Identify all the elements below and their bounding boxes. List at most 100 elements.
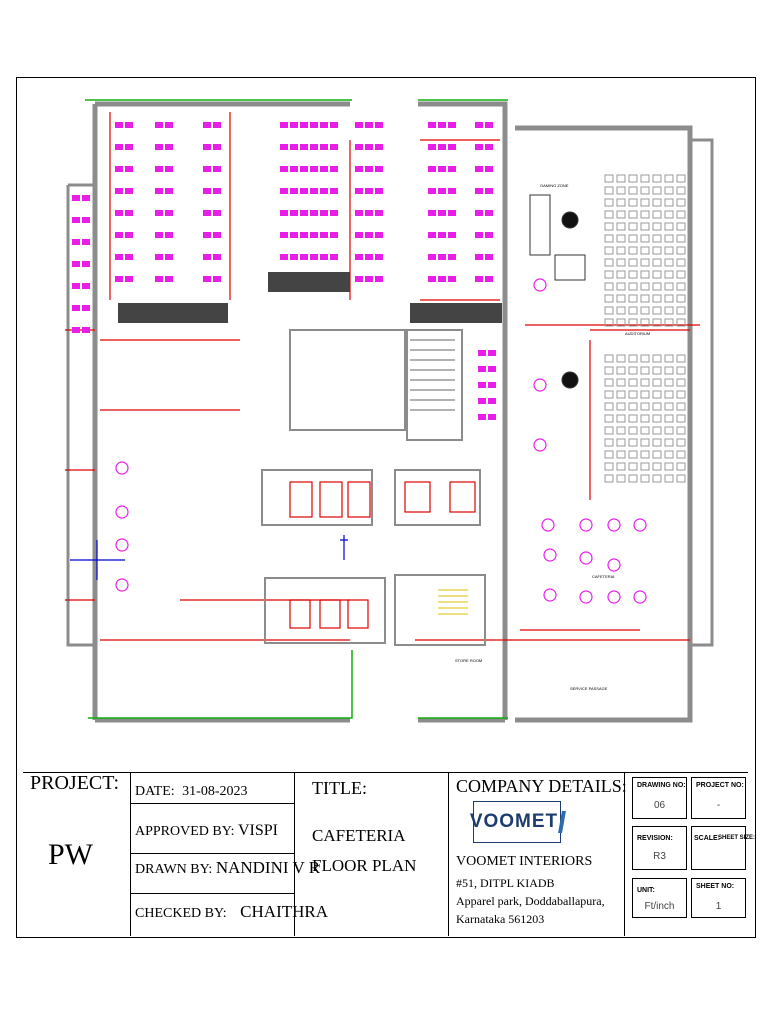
seat	[652, 282, 662, 291]
seat	[664, 186, 674, 195]
seat	[616, 426, 626, 435]
seat	[664, 246, 674, 255]
seat	[676, 198, 686, 207]
desk	[115, 188, 123, 194]
seat	[640, 294, 650, 303]
desk	[475, 254, 483, 260]
desk	[320, 122, 328, 128]
desk	[310, 254, 318, 260]
table	[633, 518, 647, 532]
seat	[640, 282, 650, 291]
desk	[155, 122, 163, 128]
checked-by-label: CHECKED BY:	[135, 906, 227, 921]
seat	[616, 270, 626, 279]
desk-clusters	[72, 122, 496, 420]
seat	[676, 354, 686, 363]
desk	[375, 232, 383, 238]
seat	[640, 306, 650, 315]
seat	[676, 270, 686, 279]
desk	[155, 276, 163, 282]
desk	[165, 276, 173, 282]
desk	[320, 188, 328, 194]
seat	[664, 426, 674, 435]
divider	[624, 772, 625, 936]
desk	[280, 166, 288, 172]
desk	[115, 144, 123, 150]
seat	[652, 222, 662, 231]
divider	[448, 772, 449, 936]
desk	[203, 122, 211, 128]
seat	[604, 438, 614, 447]
desk	[438, 166, 446, 172]
seat	[616, 234, 626, 243]
desk	[475, 166, 483, 172]
seat	[616, 414, 626, 423]
approved-by-label: APPROVED BY:	[135, 824, 235, 839]
drawn-by-value: NANDINI V R	[215, 858, 321, 877]
seat	[664, 234, 674, 243]
desk	[488, 382, 496, 388]
desk	[448, 254, 456, 260]
desk	[448, 276, 456, 282]
seat	[652, 318, 662, 327]
desk	[438, 188, 446, 194]
desk	[365, 166, 373, 172]
seat	[604, 246, 614, 255]
desk	[330, 188, 338, 194]
seat	[628, 438, 638, 447]
seat	[652, 354, 662, 363]
desk	[375, 188, 383, 194]
seat	[664, 210, 674, 219]
auditorium-label: AUDITORIUM	[625, 331, 650, 336]
seat	[628, 186, 638, 195]
seat	[640, 426, 650, 435]
seat	[616, 438, 626, 447]
desk	[280, 122, 288, 128]
table	[607, 558, 621, 572]
service-passage-label: SERVICE PASSAGE	[570, 686, 608, 691]
seat	[676, 366, 686, 375]
table	[115, 578, 129, 592]
desk	[485, 188, 493, 194]
seat	[676, 378, 686, 387]
scale-label: SCALE:	[694, 835, 721, 842]
seat	[676, 258, 686, 267]
desk	[428, 232, 436, 238]
desk	[165, 144, 173, 150]
project-no-label: PROJECT NO:	[696, 782, 744, 789]
seat	[604, 354, 614, 363]
counters	[118, 272, 502, 323]
desk	[155, 210, 163, 216]
seat	[640, 210, 650, 219]
desk	[280, 232, 288, 238]
seat	[640, 186, 650, 195]
seat	[616, 222, 626, 231]
seat	[640, 354, 650, 363]
revision-value: R3	[653, 851, 666, 862]
divider	[130, 772, 131, 936]
seat	[628, 414, 638, 423]
desk	[365, 232, 373, 238]
table	[607, 590, 621, 604]
seat	[604, 174, 614, 183]
desk	[300, 188, 308, 194]
seat	[616, 474, 626, 483]
seat	[652, 390, 662, 399]
seat	[604, 222, 614, 231]
desk	[125, 254, 133, 260]
desk	[428, 166, 436, 172]
desk	[355, 144, 363, 150]
seat	[676, 186, 686, 195]
seat	[616, 306, 626, 315]
seat	[640, 318, 650, 327]
seat	[664, 258, 674, 267]
desk	[485, 210, 493, 216]
desk	[438, 276, 446, 282]
project-no-box: PROJECT NO: -	[691, 777, 746, 819]
desk	[213, 166, 221, 172]
desk	[203, 144, 211, 150]
desk	[82, 239, 90, 245]
desk	[448, 232, 456, 238]
desk	[203, 188, 211, 194]
seat	[628, 294, 638, 303]
